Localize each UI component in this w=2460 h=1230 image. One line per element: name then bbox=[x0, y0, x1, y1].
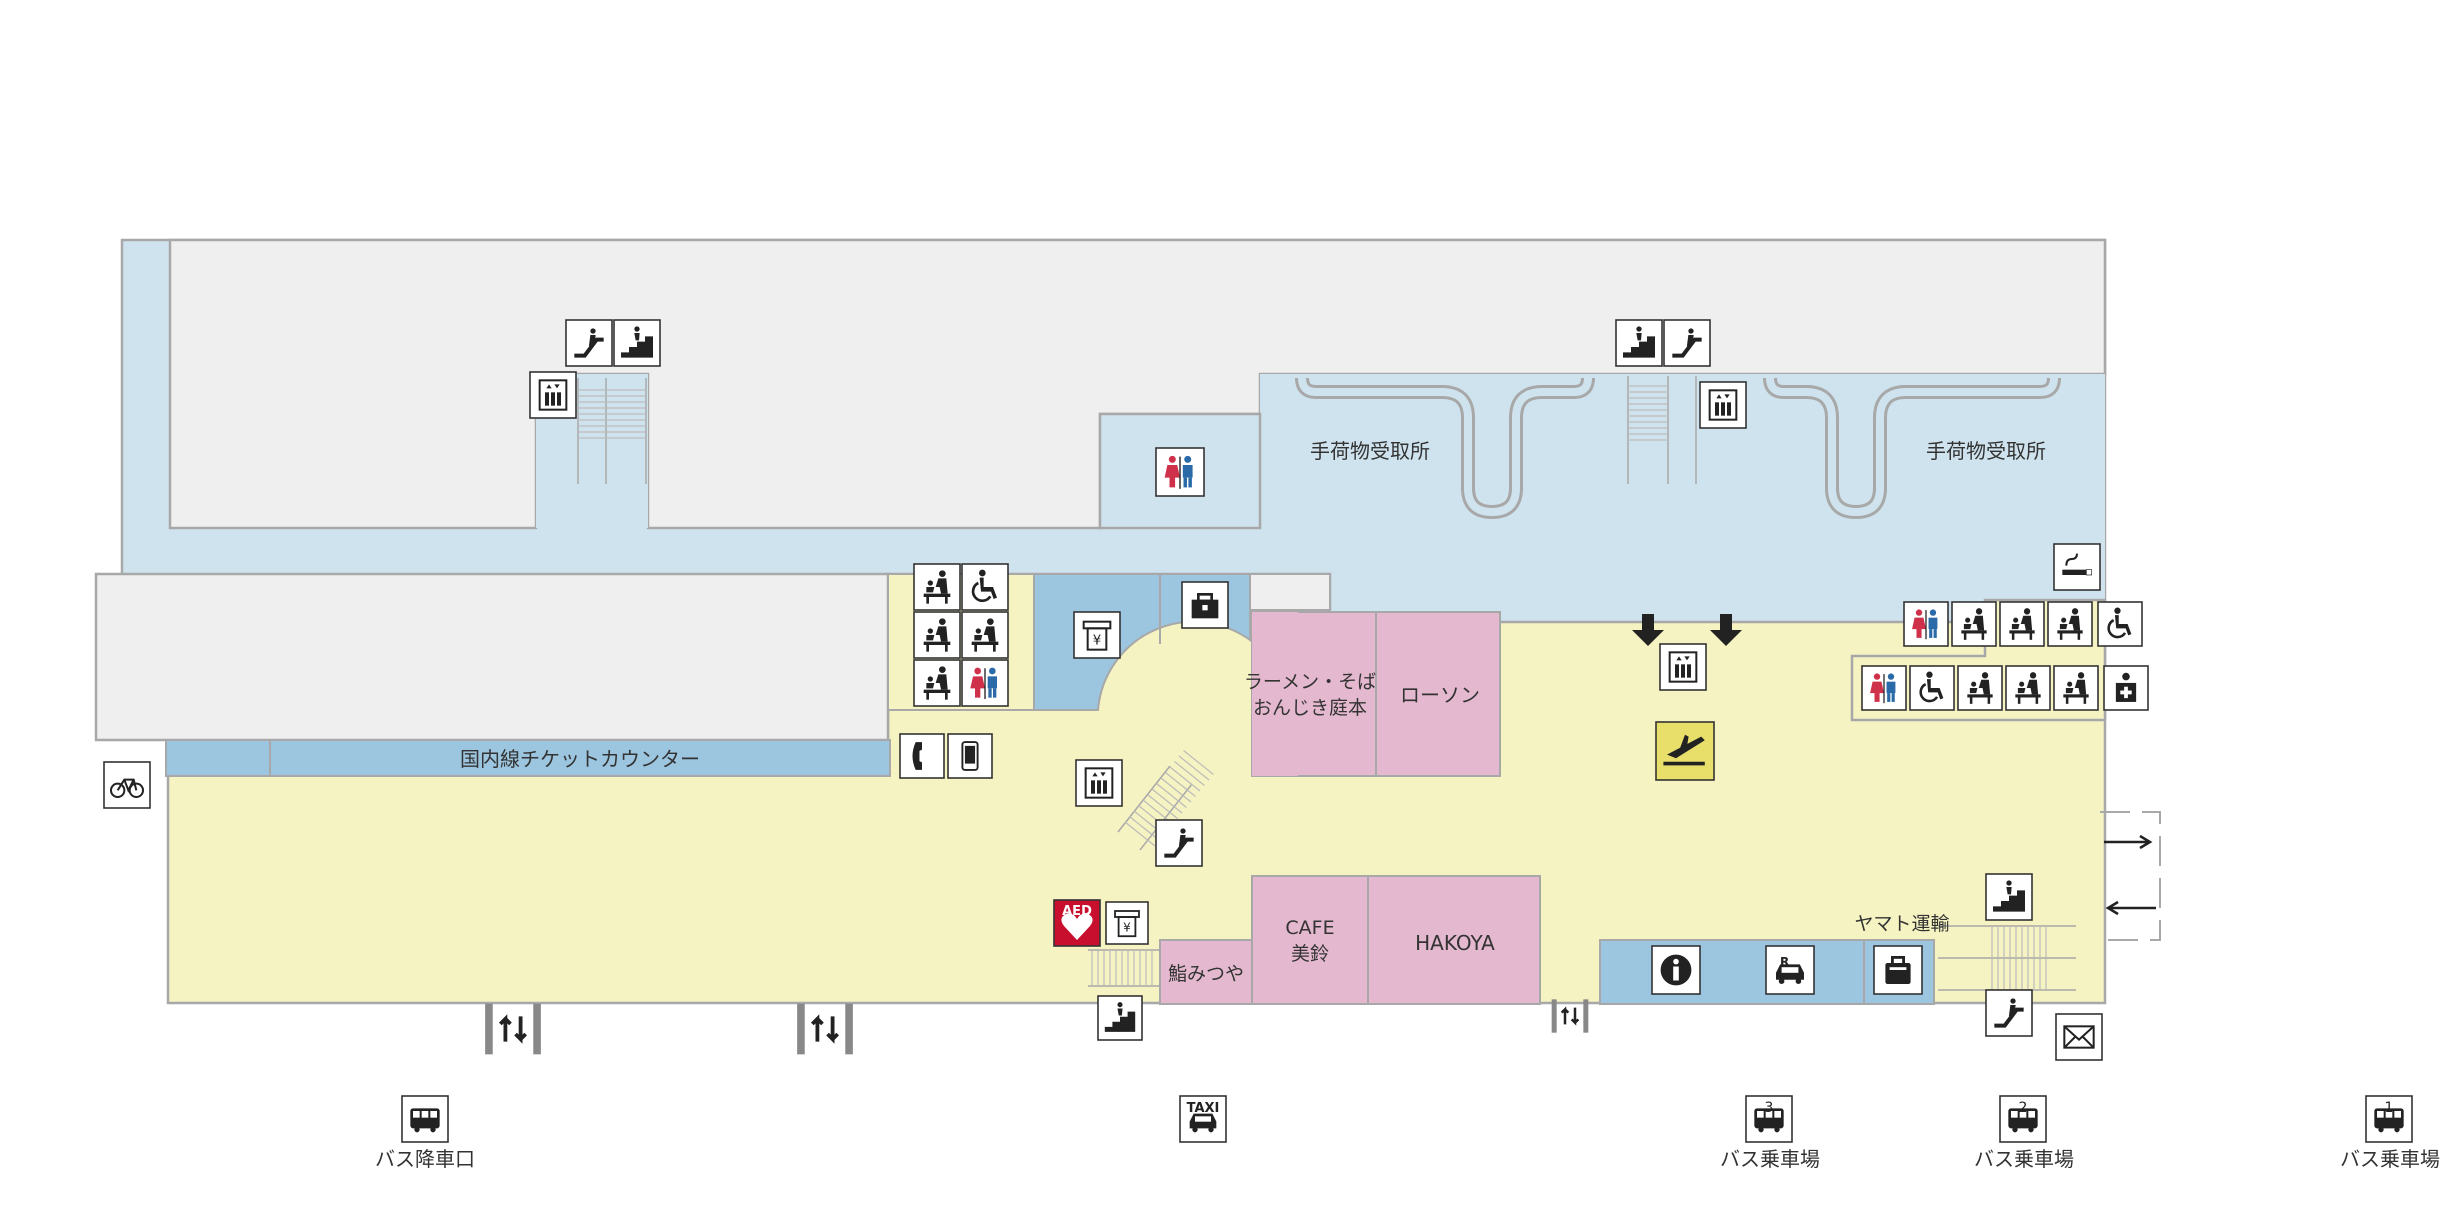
car-icon[interactable] bbox=[1179, 1095, 1227, 1143]
restroom-icon[interactable] bbox=[961, 659, 1009, 707]
restroom-icon[interactable] bbox=[1861, 665, 1907, 711]
gate-corridor bbox=[1260, 374, 2105, 620]
bus-drop-off-label: バス降車口 bbox=[375, 1147, 475, 1171]
restroom-icon[interactable] bbox=[1903, 601, 1949, 647]
baby-care-icon[interactable] bbox=[1957, 665, 2003, 711]
entrance-icon[interactable] bbox=[795, 1001, 855, 1057]
wheelchair-icon[interactable] bbox=[1909, 665, 1955, 711]
rental-car-badge: R bbox=[1780, 955, 1789, 969]
elevator-icon[interactable] bbox=[1075, 759, 1123, 807]
escalator-icon[interactable] bbox=[1155, 819, 1203, 867]
stairs-icon[interactable] bbox=[1615, 319, 1663, 367]
bus-stop-2-label: バス乗車場 bbox=[1974, 1147, 2074, 1171]
arrow-down-icon bbox=[1710, 614, 1742, 646]
baggage-claim-left-label: 手荷物受取所 bbox=[1310, 439, 1430, 463]
stairs-center-top bbox=[1627, 376, 1697, 484]
floor-plan bbox=[94, 238, 2161, 1005]
stairs-icon[interactable] bbox=[613, 319, 661, 367]
entrance-icon[interactable] bbox=[483, 1001, 543, 1057]
ticket-counter bbox=[165, 739, 891, 777]
ramen-label: ラーメン・そばおんじき庭本 bbox=[1244, 671, 1376, 719]
shop-lawson[interactable] bbox=[1375, 611, 1501, 777]
arrow-down-icon bbox=[1632, 614, 1664, 646]
elevator-icon[interactable] bbox=[1699, 381, 1747, 429]
bus-stop-1-number: 1 bbox=[2385, 1100, 2394, 1116]
stairs-bottom bbox=[1088, 949, 1160, 987]
restroom-icon[interactable] bbox=[1155, 447, 1205, 497]
taxi-icon: TAXI bbox=[1187, 1101, 1220, 1116]
area-labels: 手荷物受取所 手荷物受取所 国内線チケットカウンター ローソン HAKOYA 鮨… bbox=[460, 439, 2046, 985]
bicycle-icon[interactable] bbox=[103, 761, 151, 809]
shop-sushi[interactable] bbox=[1159, 939, 1253, 1005]
baggage-claim-right-label: 手荷物受取所 bbox=[1926, 439, 2046, 463]
arrow-right-icon bbox=[2104, 834, 2153, 850]
atm-icon[interactable] bbox=[1105, 901, 1149, 945]
escalator-icon[interactable] bbox=[1985, 989, 2033, 1037]
sushi-label: 鮨みつや bbox=[1168, 963, 1244, 985]
baby-care-icon[interactable] bbox=[913, 659, 961, 707]
baby-care-icon[interactable] bbox=[961, 611, 1009, 659]
entrance-right[interactable] bbox=[2100, 811, 2161, 941]
wheelchair-icon[interactable] bbox=[961, 563, 1009, 611]
bus-icon[interactable] bbox=[2365, 1095, 2413, 1143]
bus-icon[interactable] bbox=[401, 1095, 449, 1143]
flow-arrows bbox=[1632, 614, 2156, 916]
restricted-area-left bbox=[94, 572, 890, 742]
baggage-icon[interactable] bbox=[1873, 945, 1923, 995]
ticket-counter-label: 国内線チケットカウンター bbox=[460, 747, 700, 771]
information-icon[interactable] bbox=[1651, 945, 1701, 995]
bus-stop-3-number: 3 bbox=[1765, 1100, 1774, 1116]
escalator-icon[interactable] bbox=[1663, 319, 1711, 367]
baby-care-icon[interactable] bbox=[913, 563, 961, 611]
atm-icon[interactable] bbox=[1073, 611, 1121, 659]
shop-hakoya[interactable] bbox=[1367, 875, 1541, 1005]
baby-care-icon[interactable] bbox=[1951, 601, 1997, 647]
hakoya-label: HAKOYA bbox=[1415, 931, 1495, 955]
baby-care-icon[interactable] bbox=[2005, 665, 2051, 711]
aed-icon[interactable]: AED bbox=[1053, 899, 1101, 947]
bus-icon[interactable] bbox=[1745, 1095, 1793, 1143]
phone-icon[interactable] bbox=[899, 733, 945, 779]
bus-stop-3-label: バス乗車場 bbox=[1720, 1147, 1820, 1171]
departure-icon[interactable] bbox=[1655, 721, 1715, 781]
stairs-icon[interactable] bbox=[1097, 995, 1143, 1041]
mobile-phone-icon[interactable] bbox=[947, 733, 993, 779]
arrow-left-icon bbox=[2105, 900, 2156, 916]
bus-stop-1-label: バス乗車場 bbox=[2340, 1147, 2440, 1171]
entrance-icon[interactable] bbox=[1550, 998, 1590, 1034]
map-icons[interactable]: AED TAXI 3 2 1 R bbox=[103, 319, 2413, 1143]
bus-stop-labels: バス降車口 バス乗車場 バス乗車場 バス乗車場 bbox=[375, 1147, 2440, 1171]
baby-care-icon[interactable] bbox=[2047, 601, 2093, 647]
mail-icon[interactable] bbox=[2055, 1013, 2103, 1061]
locker-icon[interactable] bbox=[1181, 581, 1229, 629]
car-icon[interactable] bbox=[1765, 945, 1815, 995]
bus-stop-2-number: 2 bbox=[2019, 1100, 2028, 1116]
baby-care-icon[interactable] bbox=[2053, 665, 2099, 711]
elevator-icon[interactable] bbox=[1659, 643, 1707, 691]
facilities-block bbox=[887, 573, 1035, 711]
lawson-label: ローソン bbox=[1400, 683, 1480, 707]
first-aid-icon[interactable] bbox=[2103, 665, 2149, 711]
smoking-icon[interactable] bbox=[2053, 543, 2101, 591]
wheelchair-icon[interactable] bbox=[2097, 601, 2143, 647]
elevator-icon[interactable] bbox=[529, 371, 577, 419]
escalator-icon[interactable] bbox=[565, 319, 613, 367]
baby-care-icon[interactable] bbox=[1999, 601, 2045, 647]
baby-care-icon[interactable] bbox=[913, 611, 961, 659]
bus-icon[interactable] bbox=[1999, 1095, 2047, 1143]
shop-cafe[interactable] bbox=[1251, 875, 1369, 1005]
yamato-label: ヤマト運輸 bbox=[1854, 913, 1949, 935]
stairs-icon[interactable] bbox=[1985, 873, 2033, 921]
